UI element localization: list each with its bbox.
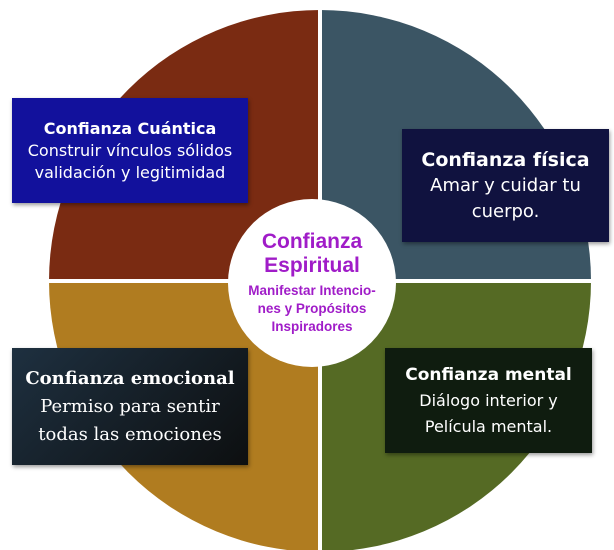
- center-text: Manifestar Intencio-: [248, 283, 376, 298]
- box-text: Diálogo interior y: [419, 390, 558, 410]
- box-text: Construir vínculos sólidos: [27, 140, 233, 160]
- box-text: Amar y cuidar tu: [430, 174, 581, 196]
- box-title: Confianza física: [421, 148, 590, 171]
- center-title: Confianza: [261, 230, 363, 253]
- box-confianza-emocional: Confianza emocional Permiso para sentir …: [12, 348, 248, 465]
- box-text: validación y legitimidad: [34, 162, 226, 182]
- box-title: Confianza emocional: [25, 367, 235, 389]
- box-confianza-mental: Confianza mental Diálogo interior y Pelí…: [385, 348, 592, 453]
- box-confianza-fisica: Confianza física Amar y cuidar tu cuerpo…: [402, 129, 609, 242]
- box-confianza-cuantica: Confianza Cuántica Construir vínculos só…: [12, 98, 248, 203]
- center-title: Espiritual: [264, 254, 360, 277]
- box-title: Confianza mental: [405, 364, 572, 385]
- box-text: todas las emociones: [38, 423, 222, 445]
- center-text: Inspiradores: [271, 319, 353, 334]
- box-text: Permiso para sentir: [40, 395, 220, 417]
- box-text: Película mental.: [424, 416, 553, 436]
- center-circle-espiritual: Confianza Espiritual Manifestar Intencio…: [228, 199, 396, 367]
- center-text: nes y Propósitos: [257, 301, 367, 316]
- box-text: cuerpo.: [471, 200, 540, 222]
- box-title: Confianza Cuántica: [43, 118, 217, 138]
